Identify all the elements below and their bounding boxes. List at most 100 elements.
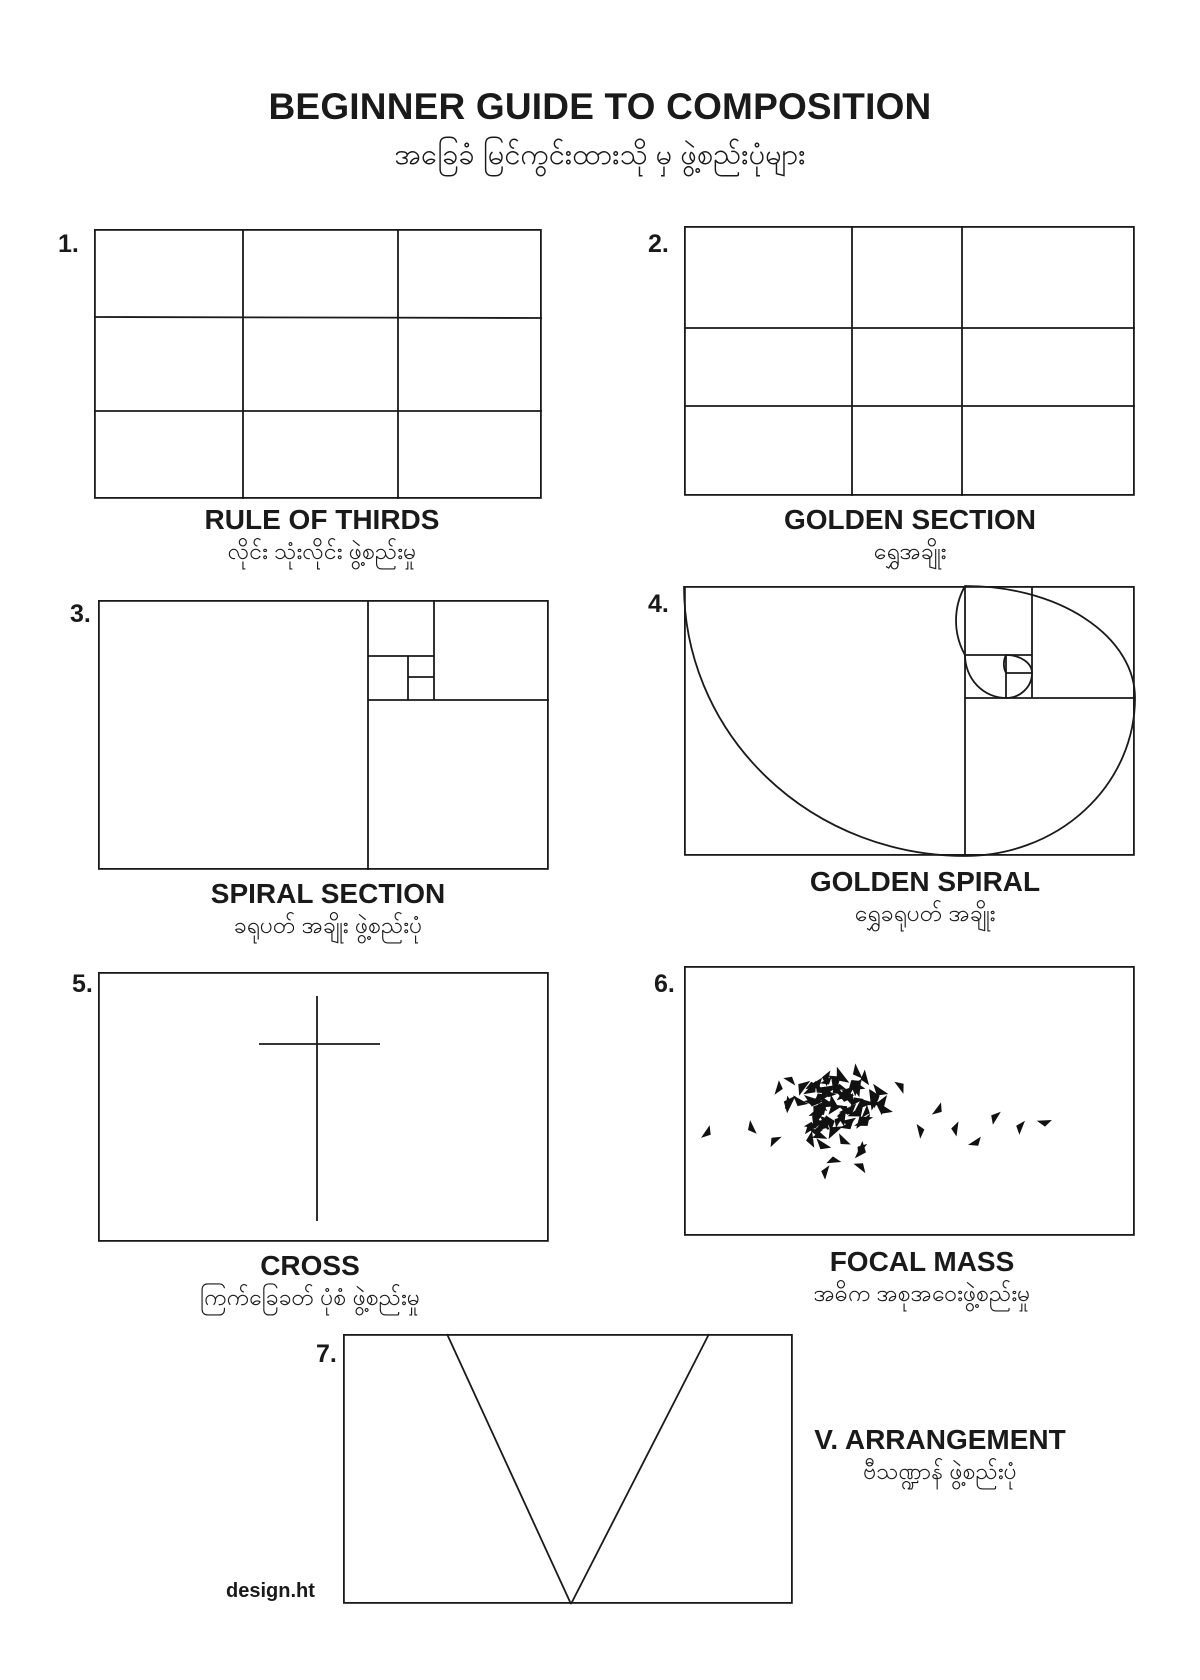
focal-mass-triangle	[821, 1165, 830, 1180]
focal-mass-triangle	[916, 1124, 925, 1139]
page-subtitle: အခြေခံ မြင်ကွင်းထားသို မှ ဖွဲ့စည်းပုံမျာ…	[394, 139, 806, 171]
focal-mass-triangle	[831, 1074, 842, 1092]
panel-5-number: 5.	[72, 970, 93, 998]
panel-1-subtitle: လိုင်း သုံးလိုင်း ဖွဲ့စည်းမှု	[227, 538, 417, 564]
focal-mass-triangle	[838, 1103, 857, 1115]
focal-mass-triangle	[854, 1113, 871, 1126]
focal-mass-triangle	[812, 1112, 824, 1128]
focal-mass-triangle	[816, 1138, 832, 1150]
focal-mass-triangle	[748, 1120, 757, 1134]
focal-mass-triangle	[829, 1094, 838, 1107]
focal-mass-triangle	[798, 1080, 811, 1096]
golden-spiral-curve	[683, 585, 1136, 857]
focal-mass-triangle	[774, 1080, 783, 1095]
focal-mass-triangle	[825, 1115, 835, 1132]
grid-line	[93, 316, 543, 319]
focal-mass-triangle	[873, 1083, 889, 1096]
cross-diagram	[97, 971, 549, 1242]
focal-mass-diagram	[683, 965, 1135, 1236]
v-arrangement-diagram	[342, 1333, 793, 1605]
v-right-line	[570, 1333, 710, 1605]
page-title: BEGINNER GUIDE TO COMPOSITION	[268, 86, 932, 127]
panel-3-number: 3.	[70, 600, 91, 628]
panel-4-title: GOLDEN SPIRAL	[809, 866, 1041, 897]
focal-mass-triangle	[806, 1130, 815, 1148]
panel-7-subtitle: ဗီသဏ္ဍာန် ဖွဲ့စည်းပုံ	[863, 1458, 1017, 1484]
focal-mass-triangle	[817, 1100, 831, 1108]
focal-mass-triangle	[826, 1156, 842, 1164]
panel-5-caption: CROSS ကြက်ခြေခတ် ပုံစံ ဖွဲ့စည်းမှု	[90, 1250, 530, 1312]
focal-mass-triangle	[852, 1079, 866, 1090]
golden-section-diagram	[683, 225, 1135, 496]
focal-mass-triangle	[968, 1136, 981, 1146]
focal-mass-triangles	[701, 1063, 1052, 1180]
panel-6-subtitle: အဓိက အစုအဝေးဖွဲ့စည်းမှု	[813, 1280, 1031, 1306]
focal-mass-triangle	[784, 1095, 792, 1110]
focal-mass-triangle	[811, 1131, 828, 1139]
frame-border	[342, 1333, 793, 1604]
focal-mass-triangle	[813, 1093, 830, 1104]
frame-border	[683, 585, 1135, 856]
focal-mass-triangle	[1036, 1120, 1052, 1127]
focal-mass-triangle	[701, 1125, 711, 1138]
spiral-section-diagram	[97, 599, 549, 870]
panel-3-title: SPIRAL SECTION	[210, 878, 446, 909]
focal-mass-triangle	[819, 1076, 832, 1085]
focal-mass-triangle	[850, 1097, 864, 1107]
focal-mass-triangle	[857, 1143, 868, 1156]
panel-4-subtitle: ရွှေခရုပတ် အချိုး	[854, 900, 996, 926]
panel-3-caption: SPIRAL SECTION ခရုပတ် အချိုး ဖွဲ့စည်းပုံ	[108, 878, 548, 940]
panel-4-caption: GOLDEN SPIRAL ရွှေခရုပတ် အချိုး	[705, 866, 1145, 928]
focal-mass-triangle	[815, 1082, 827, 1094]
focal-mass-triangle	[793, 1095, 809, 1107]
panel-7-number: 7.	[316, 1340, 337, 1368]
focal-mass-triangle	[951, 1121, 959, 1137]
panel-7-title: V. ARRANGEMENT	[814, 1424, 1066, 1455]
focal-mass-triangle	[841, 1086, 855, 1094]
rule-of-thirds-diagram	[93, 228, 543, 499]
frame-border	[97, 599, 549, 870]
focal-mass-triangle	[821, 1070, 831, 1087]
focal-mass-triangle	[894, 1081, 904, 1094]
focal-mass-triangle	[861, 1104, 870, 1118]
frame-border	[97, 971, 549, 1242]
panel-5-subtitle: ကြက်ခြေခတ် ပုံစံ ဖွဲ့စည်းမှု	[199, 1284, 421, 1310]
panel-1-title: RULE OF THIRDS	[204, 504, 440, 535]
panel-4-number: 4.	[648, 590, 669, 618]
focal-mass-triangle	[853, 1163, 866, 1174]
frame-border	[683, 225, 1135, 496]
panel-2-number: 2.	[648, 230, 669, 258]
focal-mass-triangle	[931, 1102, 942, 1115]
panel-3-subtitle: ခရုပတ် အချိုး ဖွဲ့စည်းပုံ	[233, 912, 423, 938]
panel-1-caption: RULE OF THIRDS လိုင်း သုံးလိုင်း ဖွဲ့စည်…	[102, 504, 542, 566]
focal-mass-triangle	[852, 1063, 863, 1079]
panel-5-title: CROSS	[260, 1250, 360, 1281]
panel-6-number: 6.	[654, 970, 675, 998]
panel-2-subtitle: ရွှေအချိုး	[873, 538, 947, 564]
focal-mass-triangle	[816, 1085, 836, 1095]
panel-6-title: FOCAL MASS	[829, 1246, 1015, 1277]
focal-mass-triangle	[839, 1133, 851, 1145]
focal-mass-triangle	[813, 1119, 830, 1130]
focal-mass-triangle	[803, 1097, 819, 1106]
panel-2-title: GOLDEN SECTION	[783, 504, 1036, 535]
frame-border	[683, 965, 1135, 1236]
focal-mass-triangle	[991, 1111, 1001, 1125]
focal-mass-triangle	[770, 1136, 782, 1148]
frame-border	[93, 228, 542, 499]
focal-mass-triangle	[828, 1104, 843, 1115]
panel-6-caption: FOCAL MASS အဓိက အစုအဝေးဖွဲ့စည်းမှု	[702, 1246, 1142, 1308]
focal-mass-triangle	[837, 1092, 854, 1102]
focal-mass-triangle	[860, 1069, 870, 1086]
focal-mass-triangle	[803, 1121, 818, 1129]
focal-mass-triangle	[814, 1105, 827, 1115]
golden-spiral-diagram	[683, 585, 1136, 857]
panel-7-caption: V. ARRANGEMENT ဗီသဏ္ဍာန် ဖွဲ့စည်းပုံ	[790, 1424, 1090, 1486]
v-left-line	[446, 1333, 572, 1605]
panel-1-number: 1.	[58, 230, 79, 258]
focal-mass-triangle	[1016, 1120, 1025, 1135]
panel-2-caption: GOLDEN SECTION ရွှေအချိုး	[690, 504, 1130, 566]
focal-mass-triangle	[783, 1076, 796, 1086]
focal-mass-triangle	[813, 1104, 823, 1115]
focal-mass-triangle	[876, 1095, 888, 1116]
